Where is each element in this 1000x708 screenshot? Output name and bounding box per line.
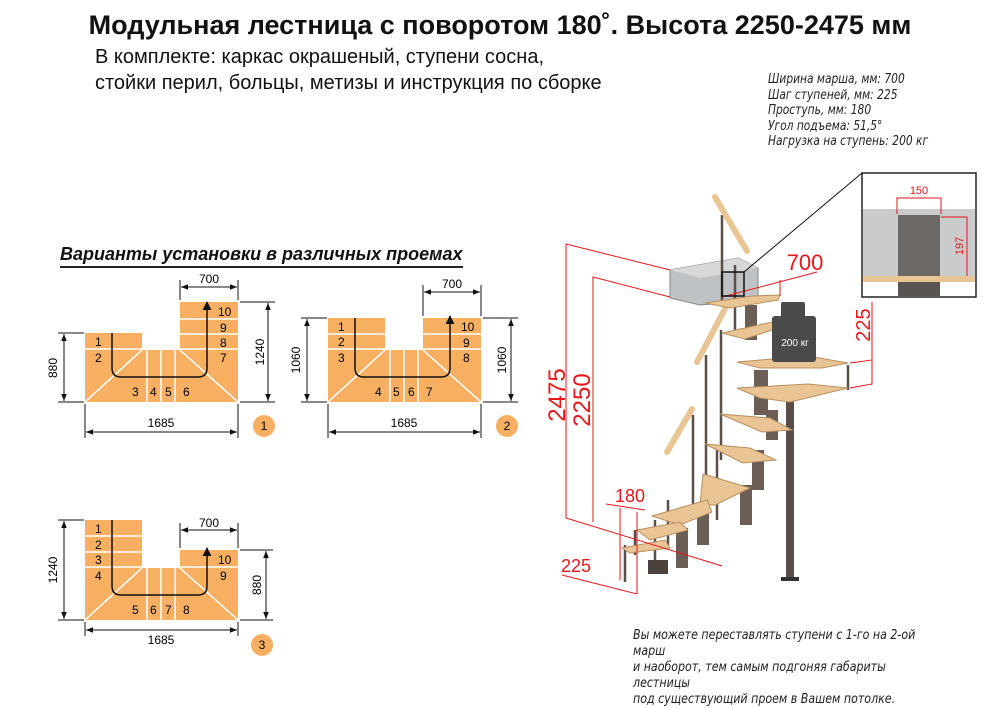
kit-line-2: стойки перил, больцы, метизы и инструкци… <box>95 72 602 94</box>
diagram-label: 880 <box>46 358 60 378</box>
diagram-label: 4 <box>95 569 102 583</box>
diagram-label: 700 <box>442 277 462 291</box>
diagram-label: 8 <box>463 351 470 365</box>
dim-225-rise: 225 <box>853 308 875 341</box>
dim-700: 700 <box>787 250 824 275</box>
diagram-label: 3 <box>259 638 266 652</box>
diagram-label: 1 <box>95 335 102 349</box>
diagram-label: 10 <box>461 320 475 334</box>
spec-width: Ширина марша, мм: 700 <box>768 72 905 87</box>
diagram-label: 7 <box>426 385 433 399</box>
diagram-label: 1 <box>261 419 268 433</box>
diagram-label: 6 <box>408 385 415 399</box>
diagram-label: 6 <box>183 385 190 399</box>
diagram-label: 9 <box>220 321 227 335</box>
diagram-label: 2 <box>95 351 102 365</box>
diagram-label: 880 <box>250 575 264 595</box>
diagram-label: 1685 <box>148 416 175 430</box>
diagram-label: 2 <box>338 335 345 349</box>
staircase-illustration: 200 кг 2475 2250 700 225 180 225 <box>544 172 977 595</box>
diagram-label: 8 <box>183 603 190 617</box>
dim-2250: 2250 <box>569 373 596 426</box>
diagram-label: 1240 <box>46 556 60 583</box>
inset-dim-150: 150 <box>910 185 928 197</box>
diagram-label: 1 <box>338 320 345 334</box>
diagram-label: 10 <box>218 305 232 319</box>
diagram-label: 3 <box>95 553 102 567</box>
spec-list: Ширина марша, мм: 700 Шаг ступеней, мм: … <box>768 72 928 150</box>
spec-tread: Проступь, мм: 180 <box>768 103 872 118</box>
diagram-label: 10 <box>218 553 232 567</box>
diagram-label: 9 <box>220 569 227 583</box>
diagram-label: 1060 <box>289 346 303 373</box>
spec-angle: Угол подъема: 51,5° <box>768 118 883 134</box>
dim-225-pitch: 225 <box>561 556 591 576</box>
dim-180: 180 <box>615 486 645 506</box>
diagram-label: 7 <box>220 351 227 365</box>
note-line: под существующий проем в Вашем потолке. <box>633 692 896 707</box>
diagram-label: 4 <box>375 385 382 399</box>
diagram-label: 5 <box>132 603 139 617</box>
diagram-label: 2 <box>95 538 102 552</box>
diagram-label: 700 <box>199 516 219 530</box>
diagram-label: 6 <box>150 603 157 617</box>
rearrange-note: Вы можете переставлять ступени с 1-го на… <box>633 628 945 708</box>
diagram-label: 9 <box>463 336 470 350</box>
diagram-label: 700 <box>199 272 219 286</box>
inset-dim-197: 197 <box>954 237 966 255</box>
diagram-label: 1685 <box>391 416 418 430</box>
diagram-label: 7 <box>165 603 172 617</box>
diagram-label: 1685 <box>148 633 175 647</box>
kit-line-1: В комплекте: каркас окрашеный, ступени с… <box>95 46 544 68</box>
note-line: Вы можете переставлять ступени с 1-го на… <box>633 628 916 659</box>
dim-2475: 2475 <box>544 368 571 421</box>
diagram-label: 1060 <box>495 346 509 373</box>
spec-load: Нагрузка на ступень: 200 кг <box>768 134 929 149</box>
spec-pitch: Шаг ступеней, мм: 225 <box>768 87 898 103</box>
diagram-label: 5 <box>165 385 172 399</box>
diagram-label: 1240 <box>253 338 267 365</box>
diagram-label: 3 <box>338 351 345 365</box>
load-label: 200 кг <box>781 338 809 349</box>
note-line: и наоборот, тем самым подгоняя габариты … <box>633 660 886 691</box>
diagram-label: 5 <box>393 385 400 399</box>
diagram-label: 4 <box>150 385 157 399</box>
diagram-label: 3 <box>132 385 139 399</box>
diagram-label: 1 <box>95 522 102 536</box>
page-title: Модульная лестница с поворотом 180˚. Выс… <box>88 10 912 40</box>
diagram-label: 2 <box>504 419 511 433</box>
variants-heading: Варианты установки в различных проемах <box>60 244 463 268</box>
diagram-label: 8 <box>220 336 227 350</box>
